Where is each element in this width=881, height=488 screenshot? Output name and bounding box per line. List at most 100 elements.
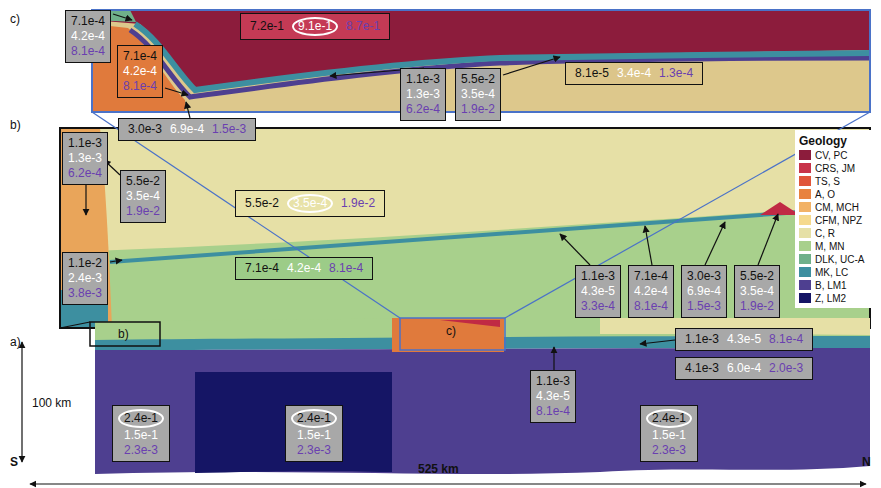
legend-text: Z, LM2 (815, 293, 846, 304)
value-text: 6.9e-4 (170, 122, 204, 137)
legend-swatch (799, 189, 811, 199)
purple-unit (95, 348, 870, 474)
scale-label: S (10, 455, 18, 469)
value-text: 2.4e-1 (291, 409, 337, 428)
value-box: 7.1e-44.2e-48.1e-4 (65, 10, 111, 63)
legend-text: TS, S (815, 176, 840, 187)
legend-swatch (799, 215, 811, 225)
value-box: 2.4e-11.5e-12.3e-3 (112, 405, 170, 462)
legend-swatch (799, 293, 811, 303)
value-text: 6.0e-4 (727, 361, 761, 376)
value-text: 1.5e-1 (124, 428, 158, 443)
red-unit (92, 10, 870, 88)
value-box: 1.1e-31.3e-36.2e-4 (62, 132, 108, 185)
value-box: 5.5e-23.5e-41.9e-2 (734, 265, 780, 318)
pale-unit (60, 128, 870, 328)
legend-entry: B, LM1 (799, 279, 875, 292)
legend-entry: MK, LC (799, 266, 875, 279)
value-text: 3.0e-3 (687, 269, 721, 284)
legend-text: DLK, UC-A (815, 254, 864, 265)
legend-entry: TS, S (799, 175, 875, 188)
value-text: 1.5e-3 (212, 122, 246, 137)
legend-text: CRS, JM (815, 163, 855, 174)
value-text: 8.1e-4 (769, 332, 803, 347)
value-text: 7.1e-4 (245, 261, 279, 276)
legend-swatch (799, 202, 811, 212)
length-scale (30, 483, 866, 484)
legend-swatch (799, 228, 811, 238)
panel-frame (92, 10, 870, 112)
value-text: 1.1e-3 (581, 269, 615, 284)
legend-swatch (799, 254, 811, 264)
panel-label: a) (10, 335, 21, 349)
legend-text: B, LM1 (815, 280, 847, 291)
zoom-line (92, 112, 400, 318)
legend-entry: CRS, JM (799, 162, 875, 175)
green-unit (60, 205, 870, 328)
legend-swatch (799, 163, 811, 173)
value-text: 4.3e-5 (581, 284, 615, 299)
value-text: 3.4e-4 (617, 66, 651, 81)
value-text: 3.0e-3 (128, 122, 162, 137)
legend-text: A, O (815, 189, 835, 200)
value-text: 6.9e-4 (687, 284, 721, 299)
legend-entry: CFM, NPZ (799, 214, 875, 227)
value-box: 5.5e-23.5e-41.9e-2 (455, 68, 501, 121)
value-box: 5.5e-23.5e-41.9e-2 (120, 170, 166, 223)
value-text: 1.3e-3 (68, 151, 102, 166)
value-text: 1.9e-2 (740, 299, 774, 314)
value-text: 8.1e-5 (575, 66, 609, 81)
value-text: 9.1e-1 (292, 17, 338, 36)
value-text: 2.3e-3 (297, 443, 331, 458)
value-text: 1.1e-2 (68, 256, 102, 271)
panel-label: c) (446, 324, 456, 338)
legend-text: CFM, NPZ (815, 215, 862, 226)
legend-swatch (799, 280, 811, 290)
value-box: 7.1e-44.2e-48.1e-4 (235, 257, 373, 280)
value-box: 7.1e-44.2e-48.1e-4 (628, 265, 674, 318)
value-text: 7.1e-4 (71, 14, 105, 29)
value-box: 8.1e-53.4e-41.3e-4 (565, 62, 703, 85)
value-text: 1.5e-1 (297, 428, 331, 443)
value-text: 2.3e-3 (652, 443, 686, 458)
value-box: 4.1e-36.0e-42.0e-3 (675, 357, 813, 380)
scale-label: 100 km (32, 396, 71, 410)
value-text: 2.4e-1 (118, 409, 164, 428)
value-box: 3.0e-36.9e-41.5e-3 (681, 265, 727, 318)
legend-entry: DLK, UC-A (799, 253, 875, 266)
value-text: 3.5e-4 (740, 284, 774, 299)
legend-text: MK, LC (815, 267, 848, 278)
value-text: 4.3e-5 (536, 389, 570, 404)
legend-swatch (799, 176, 811, 186)
value-box: 3.0e-3 6.9e-4 1.5e-3 (118, 118, 256, 141)
value-text: 2.4e-3 (68, 271, 102, 286)
value-box: 7.1e-44.2e-48.1e-4 (117, 45, 163, 98)
value-text: 3.8e-3 (68, 286, 102, 301)
orange-unit (60, 128, 112, 328)
value-text: 6.2e-4 (68, 166, 102, 181)
legend-swatch (799, 267, 811, 277)
value-text: 1.1e-3 (536, 374, 570, 389)
value-text: 4.2e-4 (634, 284, 668, 299)
value-text: 5.5e-2 (461, 72, 495, 87)
orange-unit (392, 318, 504, 352)
value-text: 4.3e-5 (727, 332, 761, 347)
value-text: 6.2e-4 (406, 102, 440, 117)
leader-arrows (86, 14, 778, 370)
value-text: 1.1e-3 (68, 136, 102, 151)
legend-text: CM, MCH (815, 202, 859, 213)
value-box: 2.4e-11.5e-12.3e-3 (640, 405, 698, 462)
value-box: 1.1e-34.3e-58.1e-4 (530, 370, 576, 423)
value-text: 5.5e-2 (126, 174, 160, 189)
value-text: 8.7e-1 (346, 19, 380, 34)
value-text: 8.1e-4 (123, 79, 157, 94)
value-box: 5.5e-23.5e-41.9e-2 (235, 190, 385, 217)
value-text: 8.1e-4 (71, 44, 105, 59)
legend-entry: C, R (799, 227, 875, 240)
legend-entry: CV, PC (799, 149, 875, 162)
panel-frame (60, 128, 870, 328)
depth-scale (21, 342, 22, 462)
value-box: 1.1e-34.3e-53.3e-4 (575, 265, 621, 318)
value-text: 5.5e-2 (245, 196, 279, 211)
